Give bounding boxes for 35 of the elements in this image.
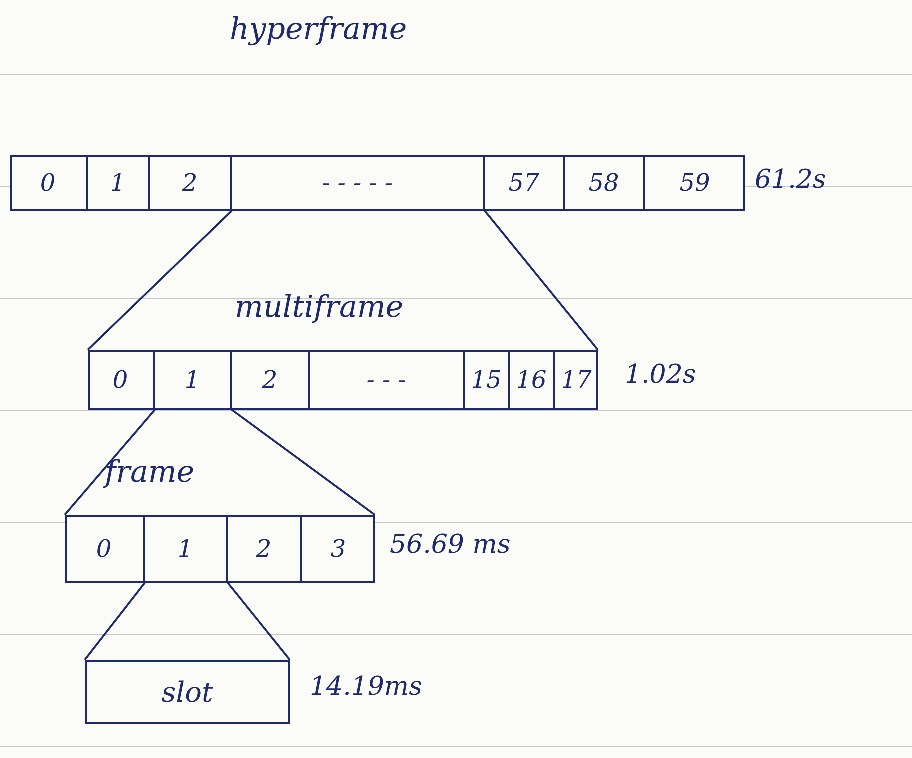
strip-heading: multiframe: [235, 290, 404, 325]
cell-number: 58: [565, 157, 645, 209]
cell-number: 0: [88, 352, 155, 408]
frame-strip: [65, 515, 375, 583]
cell-number: - - - - -: [232, 157, 485, 209]
cell-number: 1: [88, 157, 150, 209]
zoom-line: [231, 409, 376, 516]
slot-box: slot: [85, 660, 290, 724]
strip-heading: hyperframe: [230, 12, 408, 47]
cell-number: 16: [510, 352, 555, 408]
zoom-line: [484, 210, 599, 351]
zoom-line: [64, 409, 156, 516]
duration-label: 56.69 ms: [390, 530, 511, 560]
cell-number: 1: [155, 352, 232, 408]
strip-heading: frame: [105, 455, 195, 490]
duration-label: 61.2s: [755, 165, 826, 195]
cell-number: 15: [465, 352, 510, 408]
cell-number: 2: [150, 157, 232, 209]
zoom-line: [227, 582, 291, 661]
duration-label: 14.19ms: [310, 672, 422, 702]
zoom-line: [84, 582, 146, 661]
cell-number: 17: [555, 352, 598, 408]
cell-number: - - -: [310, 352, 465, 408]
frame-strip: [88, 350, 598, 410]
cell-number: 0: [10, 157, 88, 209]
cell-number: 3: [302, 517, 375, 581]
cell-number: 2: [232, 352, 310, 408]
cell-number: 2: [228, 517, 302, 581]
cell-number: 1: [145, 517, 228, 581]
cell-number: 57: [485, 157, 565, 209]
zoom-line: [87, 210, 233, 351]
cell-number: 0: [65, 517, 145, 581]
duration-label: 1.02s: [625, 360, 696, 390]
cell-number: 59: [645, 157, 745, 209]
frame-strip: [10, 155, 745, 211]
